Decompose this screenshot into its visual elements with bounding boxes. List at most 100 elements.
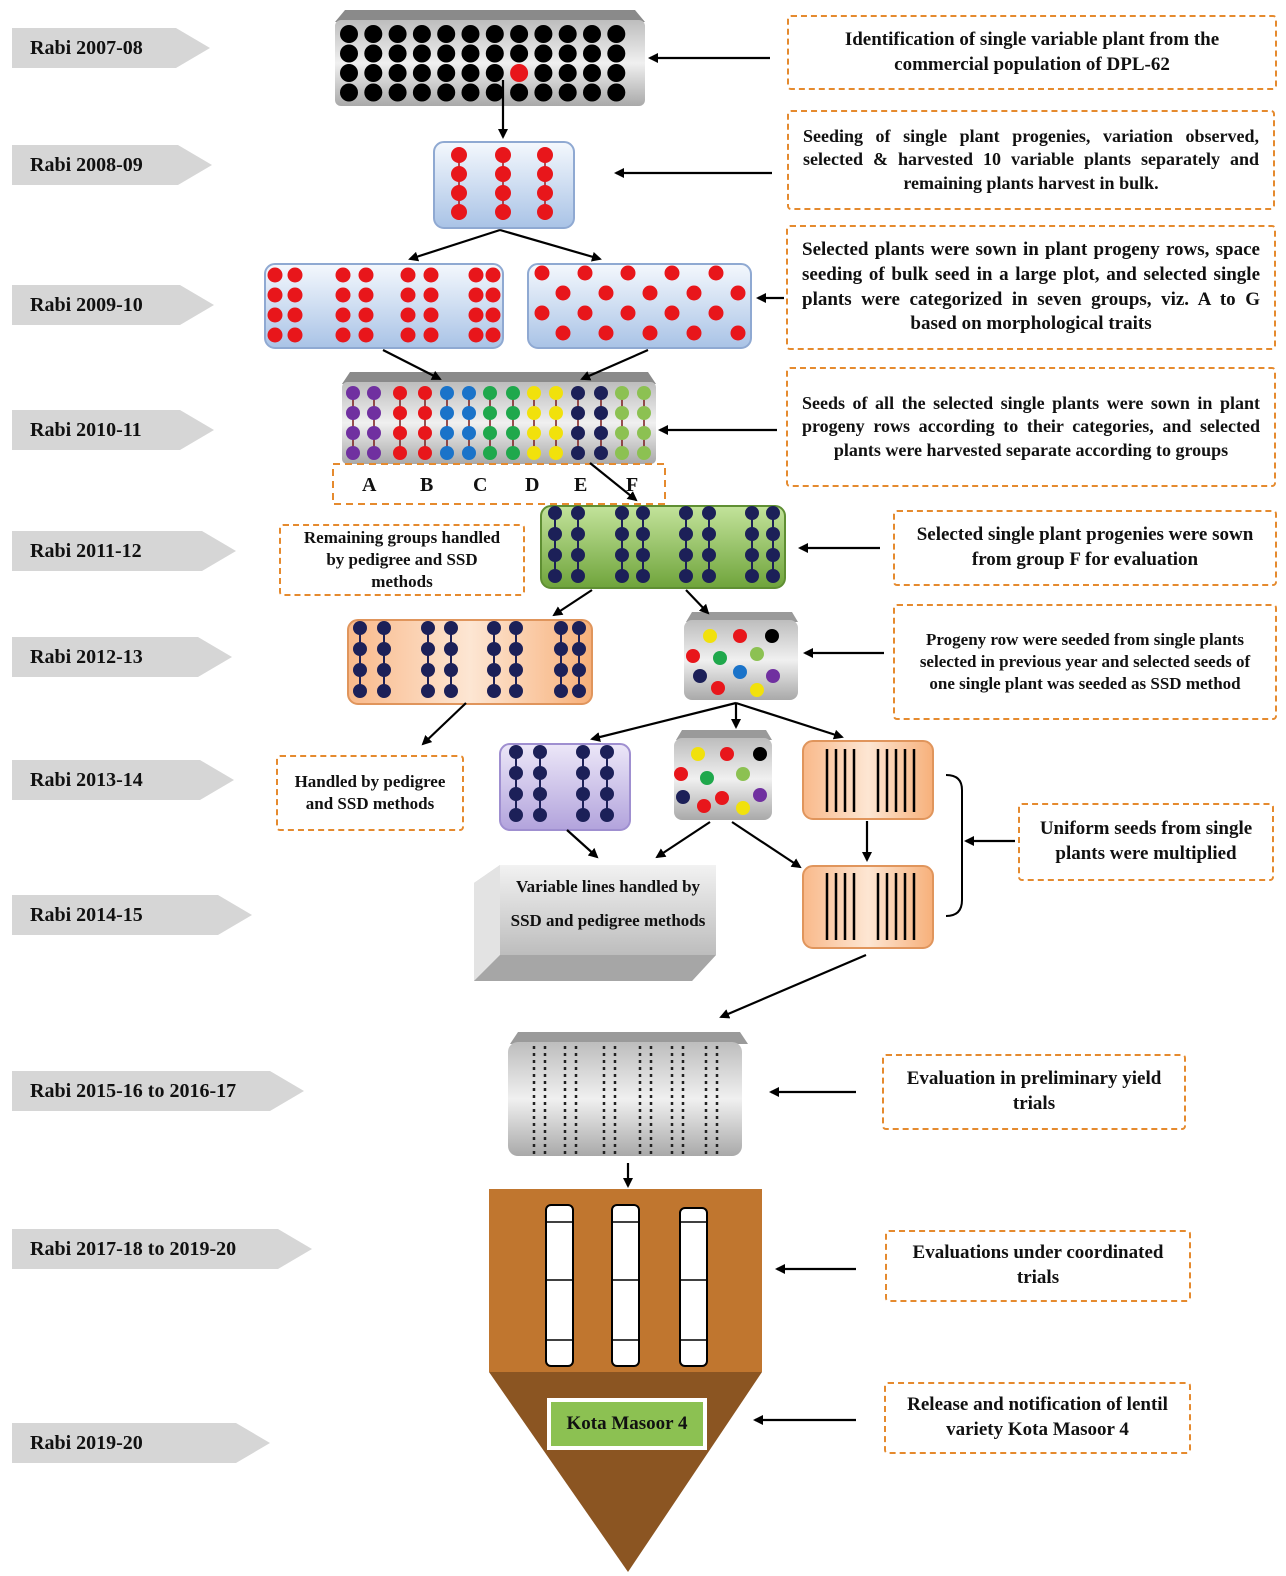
seed-dot	[750, 647, 764, 661]
seed-dot	[571, 426, 585, 440]
seed-dot	[594, 406, 608, 420]
seed-dot	[571, 569, 585, 583]
seed-dot	[353, 642, 367, 656]
seed-dot	[745, 548, 759, 562]
seed-dot	[340, 44, 358, 63]
seed-dot	[440, 406, 454, 420]
seed-dot	[620, 305, 636, 321]
seed-dot	[421, 663, 435, 677]
year-tag-2012-13: Rabi 2012-13	[12, 637, 232, 677]
seed-dot	[534, 305, 550, 321]
seed-dot	[583, 44, 601, 63]
seed-dot	[364, 25, 383, 43]
seed-dot	[461, 64, 480, 82]
seed-dot	[485, 287, 501, 303]
seed-dot	[451, 185, 467, 201]
seed-dot	[615, 569, 629, 583]
note-uniform-seeds: Uniform seeds from single plants were mu…	[1018, 803, 1274, 881]
seed-dot	[679, 506, 693, 520]
note-handled-pedigree-ssd: Handled by pedigree and SSD methods	[276, 755, 464, 831]
seed-dot	[388, 83, 407, 102]
seed-dot	[287, 287, 303, 303]
seed-dot	[534, 64, 553, 82]
seed-dot	[418, 426, 432, 440]
seed-dot	[534, 265, 550, 281]
seed-dot	[461, 44, 480, 63]
group-label-b: B	[420, 474, 434, 496]
seed-dot	[444, 642, 458, 656]
seed-dot	[571, 548, 585, 562]
year-tag-2019-20: Rabi 2019-20	[12, 1423, 270, 1463]
seed-dot	[577, 265, 593, 281]
seed-dot	[736, 801, 750, 815]
seed-dot	[607, 83, 626, 102]
note-remaining-groups: Remaining groups handled by pedigree and…	[279, 524, 525, 596]
year-tag-2009-10: Rabi 2009-10	[12, 285, 214, 325]
seed-dot	[335, 327, 351, 343]
seed-dot	[377, 663, 391, 677]
group-label-e: E	[574, 474, 588, 496]
seed-dot	[346, 406, 360, 420]
seed-dot	[558, 25, 577, 43]
seed-dot	[576, 808, 590, 822]
seed-dot	[703, 629, 717, 643]
seed-dot	[487, 663, 501, 677]
seed-dot	[600, 766, 614, 780]
seed-dot	[506, 426, 520, 440]
seed-dot	[572, 663, 586, 677]
seed-dot	[594, 386, 608, 400]
seed-dot	[462, 446, 476, 460]
seed-dot	[485, 44, 504, 63]
seed-dot	[444, 684, 458, 698]
seed-dot	[600, 808, 614, 822]
seed-dot	[487, 621, 501, 635]
seed-dot	[766, 669, 780, 683]
seed-dot	[358, 267, 374, 283]
trial-plot-column	[545, 1204, 574, 1367]
seed-dot	[377, 621, 391, 635]
seed-dot	[364, 83, 383, 102]
seed-dot	[353, 684, 367, 698]
seed-dot	[765, 629, 779, 643]
seed-dot	[533, 787, 547, 801]
seed-dot	[679, 527, 693, 541]
seed-dot	[730, 325, 746, 341]
seed-dot	[702, 506, 716, 520]
seed-dot	[400, 267, 416, 283]
seed-dot	[388, 64, 407, 82]
seed-dot	[736, 767, 750, 781]
seed-dot	[468, 307, 484, 323]
seed-dot	[287, 267, 303, 283]
seed-dot	[485, 25, 504, 43]
seed-dot	[549, 446, 563, 460]
seed-dot	[533, 745, 547, 759]
note-release-notification: Release and notification of lentil varie…	[884, 1382, 1191, 1454]
seed-dot	[676, 790, 690, 804]
seed-dot	[358, 287, 374, 303]
seed-dot	[440, 386, 454, 400]
seed-dot	[483, 446, 497, 460]
seed-dot	[615, 527, 629, 541]
seed-dot	[335, 267, 351, 283]
year-tag-2007-08: Rabi 2007-08	[12, 28, 210, 68]
seed-dot	[642, 325, 658, 341]
seed-dot	[711, 681, 725, 695]
seed-dot	[468, 327, 484, 343]
seed-dot	[583, 64, 601, 82]
seed-dot	[364, 64, 383, 82]
seed-dot	[421, 684, 435, 698]
seed-dot	[418, 386, 432, 400]
seed-dot	[509, 684, 523, 698]
seed-dot	[393, 426, 407, 440]
seed-dot	[549, 386, 563, 400]
group-label-box	[332, 463, 666, 505]
seed-dot	[393, 406, 407, 420]
seed-dot	[400, 327, 416, 343]
seed-dot	[451, 204, 467, 220]
seed-dot	[572, 621, 586, 635]
seed-dot	[664, 305, 680, 321]
category-tray-2010	[342, 372, 656, 464]
seed-dot	[527, 386, 541, 400]
seed-dot	[510, 25, 529, 43]
